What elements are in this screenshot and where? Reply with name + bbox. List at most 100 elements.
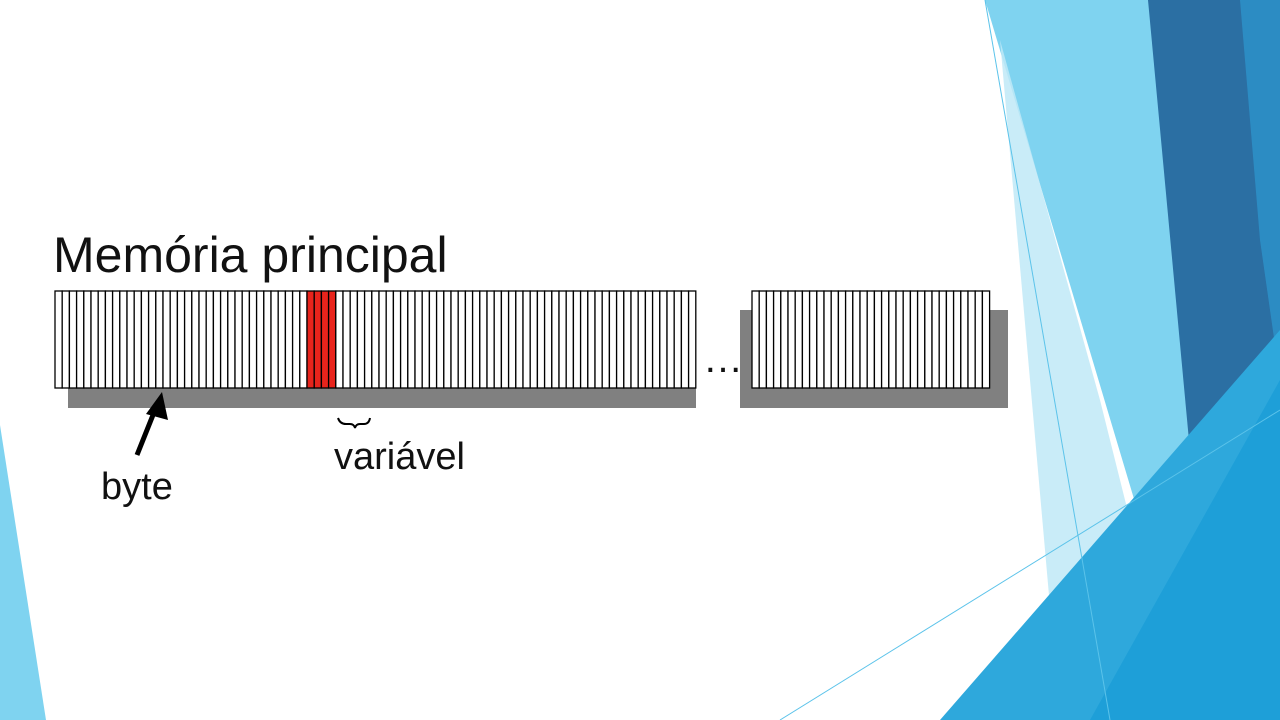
memory-cell [837,290,847,389]
memory-cell [938,290,948,389]
memory-cell [680,290,690,389]
memory-cell [284,290,294,389]
memory-cell [119,290,128,389]
memory-cell [378,290,387,389]
memory-cell [234,290,243,389]
memory-cell [443,290,452,389]
memory-cell [111,290,121,389]
memory-cell [263,290,272,389]
memory-cell [169,290,179,389]
memory-cell [227,290,236,389]
memory-cell [255,290,265,389]
diagram-title: Memória principal [53,227,448,283]
memory-cell [414,290,423,389]
memory-cell [952,290,962,389]
memory-cell [54,290,63,389]
memory-cell [515,290,524,389]
memory-cell [219,290,229,389]
memory-cell [407,290,416,389]
memory-cell [558,290,567,389]
memory-cell [147,290,157,389]
memory-cell [888,290,897,389]
memory-cell [579,290,589,389]
memory-cell [751,290,760,389]
memory-cell [587,290,596,389]
memory-cell [666,290,675,389]
memory-segment-2 [751,290,991,389]
memory-cell [659,290,668,389]
byte-label: byte [101,466,173,508]
memory-cell [924,290,933,389]
memory-cell [794,290,804,389]
memory-cell [909,290,919,389]
memory-cell [75,290,85,389]
memory-cell [536,290,546,389]
memory-cell [299,290,308,389]
memory-cell [852,290,861,389]
memory-cell [342,290,351,389]
memory-shadow-left [68,388,696,408]
memory-cell [608,290,618,389]
memory-cell [205,290,215,389]
memory-cell [615,290,625,389]
memory-cell [464,290,474,389]
memory-cell [651,290,661,389]
decor-mid-band [1240,0,1280,380]
memory-cell [830,290,840,389]
memory-cell [823,290,832,389]
decor-thin-line-1 [984,0,1111,720]
memory-cell [277,290,287,389]
memory-cell [945,290,955,389]
memory-cell [356,290,366,389]
memory-cell [83,290,92,389]
memory-cell [435,290,445,389]
memory-cell [479,290,488,389]
memory-cell [565,290,575,389]
memory-cell [801,290,811,389]
memory-cell [392,290,402,389]
memory-cell [371,290,380,389]
memory-cell [104,290,114,389]
decor-bottom-inner [1090,380,1280,720]
memory-cell [772,290,782,389]
memory-cell [270,290,279,389]
memory-cell [974,290,984,389]
memory-cell [981,290,991,389]
memory-cell [673,290,683,389]
variable-cell [306,290,315,389]
memory-cell [873,290,883,389]
variable-cell [327,290,337,389]
memory-cell [844,290,854,389]
memory-cell [866,290,876,389]
memory-cell [572,290,582,389]
memory-cell [61,290,71,389]
memory-cell [363,290,373,389]
memory-cell [895,290,904,389]
memory-cell [816,290,825,389]
memory-cell [457,290,467,389]
memory-cell [471,290,481,389]
memory-cell [97,290,107,389]
memory-cell [967,290,976,389]
memory-cell [507,290,517,389]
memory-cell [126,290,135,389]
memory-cell [428,290,438,389]
memory-cell [162,290,171,389]
memory-cell [183,290,193,389]
memory-cell [133,290,143,389]
variable-cell [320,290,330,389]
memory-cell [399,290,409,389]
memory-cell [787,290,796,389]
memory-cell [155,290,164,389]
decor-left-strip [0,425,46,720]
byte-arrow [134,392,168,456]
memory-cell [543,290,553,389]
memory-cell [623,290,632,389]
memory-cell [916,290,926,389]
memory-cell [551,290,560,389]
memory-cell [191,290,200,389]
memory-cell [808,290,818,389]
memory-cell [198,290,207,389]
memory-cell [212,290,222,389]
